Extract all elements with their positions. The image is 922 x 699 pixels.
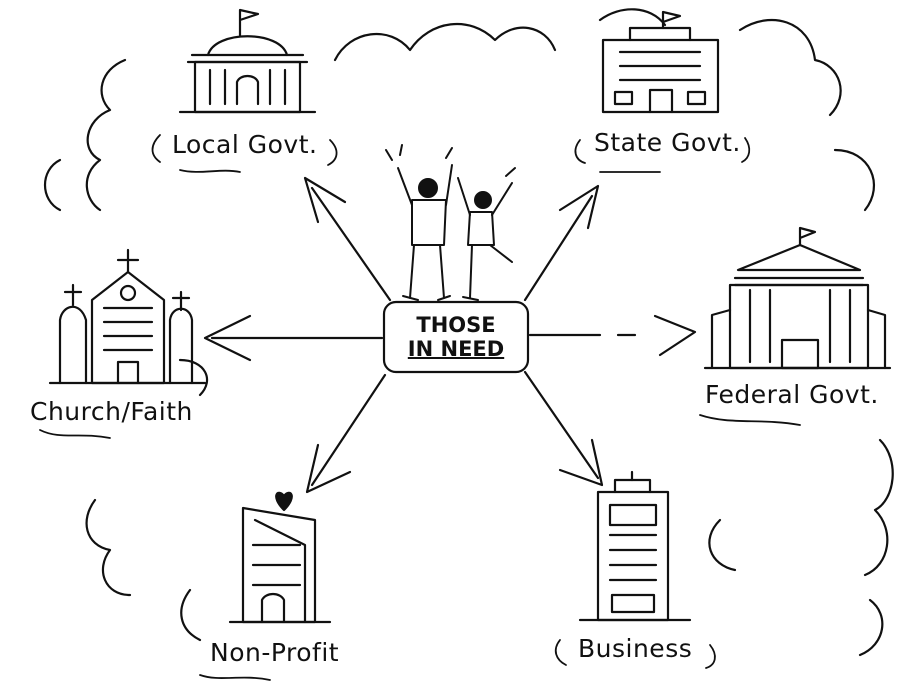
federal-govt-building-icon (703, 226, 892, 370)
center-label: THOSE IN NEED (384, 302, 528, 372)
church-building-icon (48, 248, 207, 385)
cloud-outline (44, 8, 894, 657)
local-govt-building-icon (178, 8, 317, 114)
arrow-to-federal (528, 314, 697, 357)
arrow-to-church (203, 314, 384, 362)
people-cheering-icon (385, 144, 516, 301)
nonprofit-building-icon (228, 491, 332, 624)
node-label-business: Business (578, 634, 693, 663)
center-label-line1: THOSE (416, 313, 496, 337)
arrow-to-nonprofit (305, 373, 387, 494)
arrow-to-state (523, 184, 600, 302)
node-label-church-faith: Church/Faith (30, 397, 193, 426)
center-box (382, 300, 530, 374)
label-decorations (39, 134, 801, 681)
node-label-state-govt: State Govt. (594, 128, 741, 157)
arrow-to-business (523, 370, 604, 487)
center-label-line2: IN NEED (407, 337, 505, 361)
node-label-local-govt: Local Govt. (172, 130, 318, 159)
node-label-nonprofit: Non-Profit (210, 638, 340, 667)
state-govt-building-icon (601, 10, 720, 114)
node-label-federal-govt: Federal Govt. (705, 380, 879, 409)
arrow-to-local (303, 176, 392, 302)
business-building-icon (578, 470, 692, 622)
